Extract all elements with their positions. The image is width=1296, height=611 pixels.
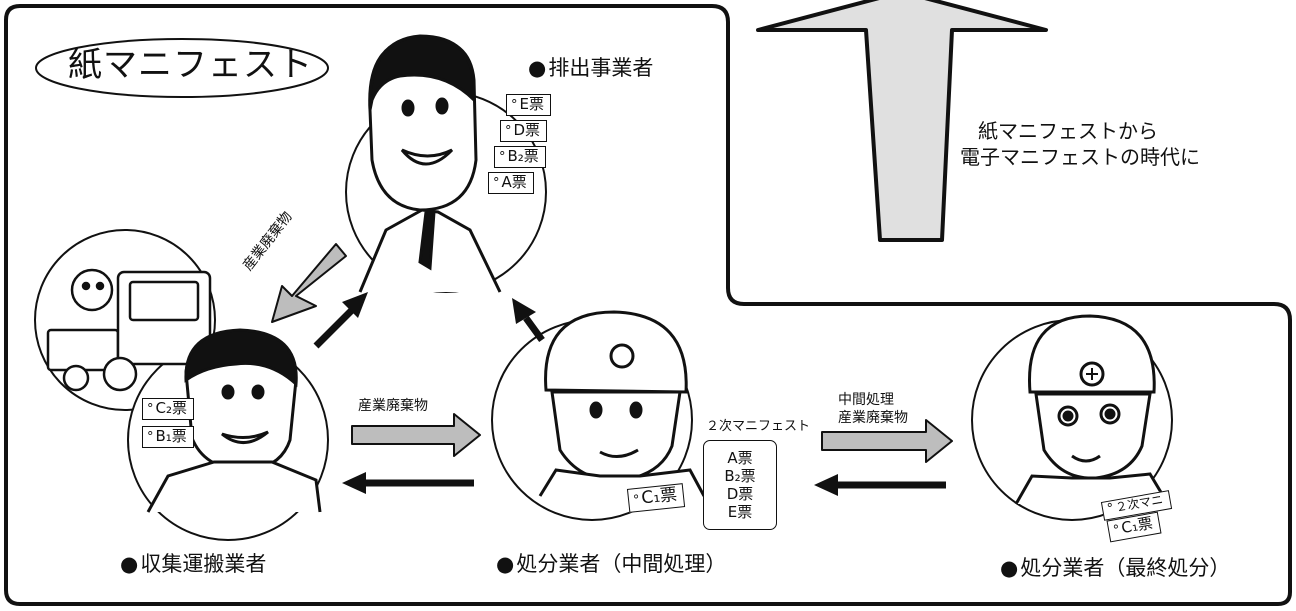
final-illustration: [1014, 314, 1170, 505]
role-intermediate: 処分業者（中間処理）: [496, 552, 726, 576]
secondary-manifest-item: D票: [726, 485, 754, 503]
emitter-illustration: [358, 34, 502, 293]
emitter-slip: E票: [506, 94, 551, 116]
emitter-slip: A票: [488, 172, 534, 194]
outer-frame: [4, 4, 1292, 606]
collector-slip: C₂票: [142, 398, 194, 420]
arrow-intermediate-to-collector: [342, 472, 474, 494]
flow-label-collector-to-intermediate: 産業廃棄物: [358, 398, 428, 414]
title-ellipse: [35, 38, 329, 98]
flow-label-intermediate-to-final-1: 中間処理: [838, 392, 894, 408]
collector-illustration: [146, 328, 322, 513]
arrow-collector-to-emitter: [313, 292, 368, 349]
truck-illustration: [46, 268, 212, 392]
arrow-collector-to-intermediate: [351, 413, 481, 457]
arrow-intermediate-to-final: [821, 419, 953, 463]
secondary-manifest-item: B₂票: [724, 467, 756, 485]
emitter-slip: D票: [500, 120, 548, 142]
transition-text-line1: 紙マニフェストから: [978, 119, 1158, 143]
secondary-manifest-item: A票: [727, 449, 753, 467]
arrow-intermediate-to-emitter: [512, 298, 545, 343]
arrow-emitter-to-collector: [271, 243, 347, 323]
title-label: 紙マニフェスト: [68, 45, 313, 85]
role-emitter: 排出事業者: [528, 56, 653, 80]
emitter-slip: B₂票: [494, 146, 546, 168]
role-collector: 収集運搬業者: [120, 552, 266, 576]
arrow-final-to-intermediate: [814, 474, 946, 496]
collector-slip: B₁票: [142, 426, 194, 448]
role-final: 処分業者（最終処分）: [1000, 556, 1230, 580]
big-up-arrow: [756, 0, 1048, 242]
intermediate-illustration: [538, 310, 706, 497]
secondary-manifest-box: A票 B₂票 D票 E票: [703, 440, 777, 530]
secondary-manifest-item: E票: [727, 503, 753, 521]
flow-label-intermediate-to-final-2: 産業廃棄物: [838, 410, 908, 426]
secondary-manifest-title: ２次マニフェスト: [706, 419, 811, 434]
transition-text-line2: 電子マニフェストの時代に: [960, 145, 1200, 169]
